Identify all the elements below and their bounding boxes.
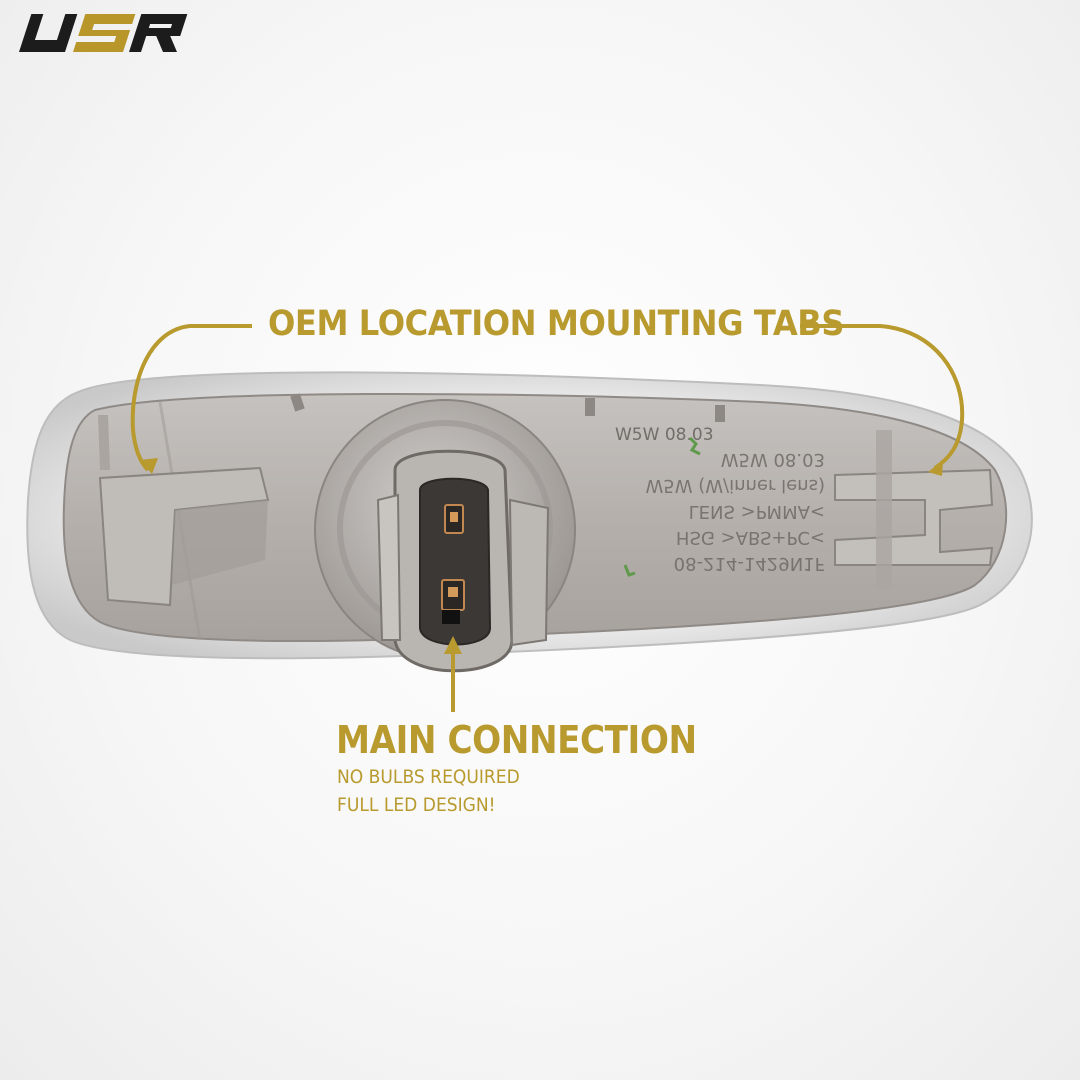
svg-text:W5W 08.03: W5W 08.03: [615, 425, 714, 445]
main-connection-label: MAIN CONNECTION: [336, 718, 697, 762]
logo-letter-s: [73, 14, 136, 52]
main-connection-note: NO BULBS REQUIRED: [337, 766, 520, 788]
right-tab-peg: [876, 430, 892, 590]
terminal-pin-core: [448, 587, 458, 597]
left-tab-shadow: [172, 500, 268, 585]
right-mounting-tab: [834, 468, 994, 566]
connector-cavity: [419, 477, 492, 646]
molded-text-block: W5W 08.03: [615, 425, 714, 445]
svg-text:HSG >ABS+PC<: HSG >ABS+PC<: [676, 527, 825, 548]
housing-rib: [290, 393, 305, 412]
green-paint-mark: [623, 564, 636, 577]
molded-text-lines: W5W 08.03 W5W (W/inner lens) LENS >PMMA<…: [645, 449, 825, 574]
svg-text:W5W 08.03: W5W 08.03: [721, 449, 825, 470]
main-connection-note: FULL LED DESIGN!: [337, 794, 496, 816]
logo-letter-u: [19, 14, 78, 52]
right-tab-arrowhead: [928, 460, 943, 476]
left-tab-arrowhead: [140, 458, 158, 474]
left-tab-peg: [98, 415, 110, 470]
mounting-tabs-label: OEM LOCATION MOUNTING TABS: [268, 304, 845, 344]
right-tab-callout-arrow: [800, 324, 965, 470]
left-tab-callout-arrow: [130, 324, 252, 472]
key-slot: [442, 610, 460, 624]
svg-text:W5W (W/inner lens): W5W (W/inner lens): [645, 475, 825, 496]
svg-text:LENS >PMMA<: LENS >PMMA<: [689, 501, 825, 522]
svg-text:08-214-1429N1F: 08-214-1429N1F: [674, 553, 825, 574]
terminal-pin-core: [450, 512, 458, 522]
logo-letter-r: [129, 14, 188, 52]
connector-flap-left: [376, 493, 402, 641]
green-paint-mark: [688, 436, 701, 456]
usr-logo: [19, 14, 188, 52]
main-connection-arrowhead: [444, 636, 462, 654]
connector-flap-right: [508, 498, 550, 647]
